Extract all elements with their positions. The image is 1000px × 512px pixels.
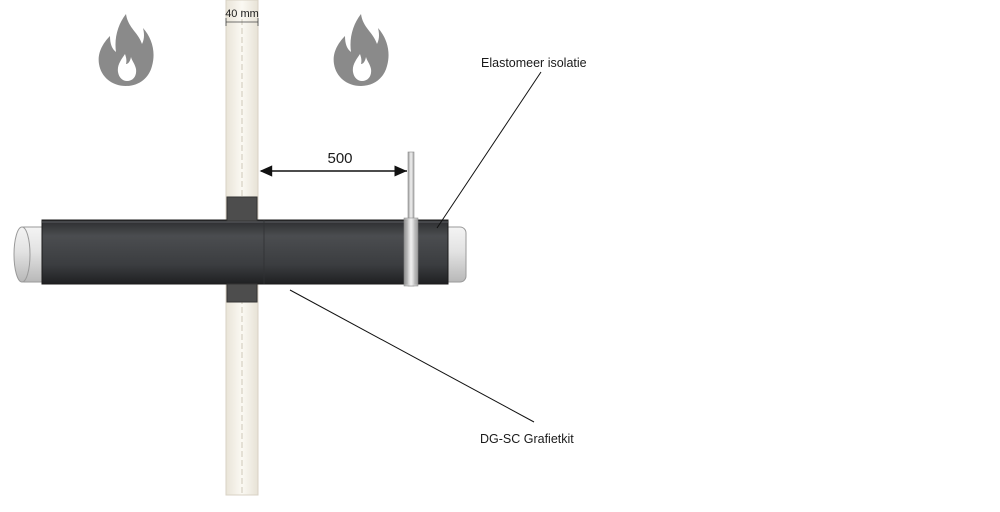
insulation-sleeve xyxy=(41,219,449,285)
wall-thickness-dimension: 40 mm xyxy=(225,8,259,26)
wall-thickness-label: 40 mm xyxy=(225,8,259,20)
flame-icon xyxy=(333,14,389,86)
sealant-label: DG-SC Grafietkit xyxy=(480,432,574,446)
pipe-clamp xyxy=(403,151,419,287)
distance-label: 500 xyxy=(327,150,352,167)
distance-dimension: 500 xyxy=(259,150,407,177)
flame-icon xyxy=(98,14,154,86)
insulation-label: Elastomeer isolatie xyxy=(481,56,587,70)
graphite-sealant xyxy=(226,196,258,303)
insulation-leader-line xyxy=(436,71,542,229)
sealant-leader-line xyxy=(289,289,535,423)
